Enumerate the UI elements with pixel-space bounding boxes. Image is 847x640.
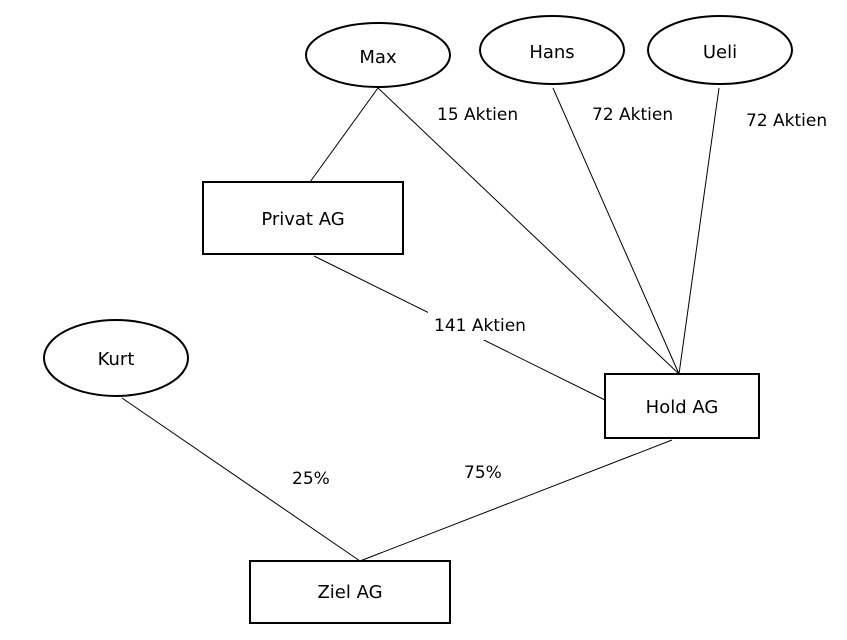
node-max-label: Max bbox=[359, 47, 397, 68]
node-max: Max bbox=[305, 22, 451, 88]
node-hans-label: Hans bbox=[529, 42, 574, 63]
node-kurt-label: Kurt bbox=[98, 349, 135, 370]
edge-max-privat bbox=[309, 87, 379, 183]
node-hold-ag-label: Hold AG bbox=[646, 397, 719, 418]
node-privat-ag-label: Privat AG bbox=[261, 209, 344, 230]
node-privat-ag: Privat AG bbox=[202, 181, 404, 255]
node-ziel-ag: Ziel AG bbox=[249, 560, 451, 624]
edge-max-hold bbox=[377, 87, 680, 375]
label-max-hold: 15 Aktien bbox=[437, 105, 518, 125]
node-ueli: Ueli bbox=[647, 15, 793, 85]
edge-hans-hold bbox=[552, 87, 680, 375]
node-hans: Hans bbox=[479, 15, 625, 85]
label-kurt-ziel: 25% bbox=[292, 469, 330, 489]
edge-hold-ziel bbox=[359, 439, 673, 562]
edge-kurt-ziel bbox=[121, 397, 361, 562]
node-kurt: Kurt bbox=[43, 319, 189, 397]
label-ueli-hold: 72 Aktien bbox=[746, 111, 827, 131]
label-hold-ziel: 75% bbox=[464, 463, 502, 483]
edge-ueli-hold bbox=[678, 87, 720, 375]
label-hans-hold: 72 Aktien bbox=[592, 105, 673, 125]
node-ueli-label: Ueli bbox=[703, 42, 737, 63]
label-privat-hold: 141 Aktien bbox=[434, 316, 526, 336]
node-hold-ag: Hold AG bbox=[604, 373, 760, 439]
node-ziel-ag-label: Ziel AG bbox=[317, 582, 382, 603]
